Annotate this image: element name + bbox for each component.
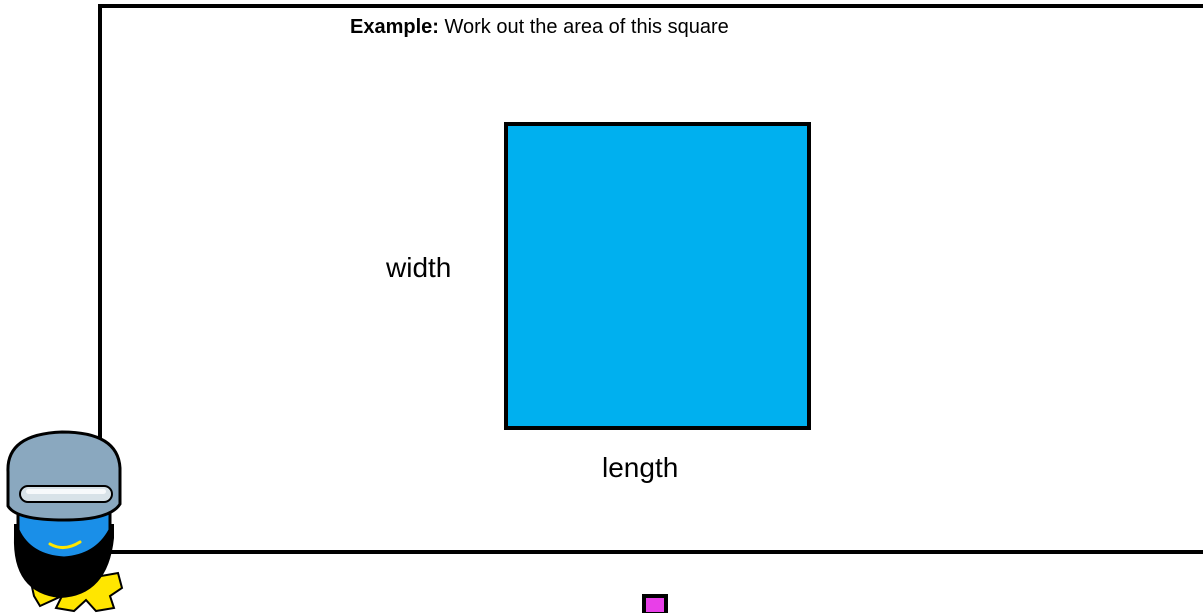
example-heading: Example: Work out the area of this squar… [350, 16, 729, 39]
pink-marker [642, 594, 668, 613]
blue-square [504, 122, 811, 430]
example-label: Example: [350, 16, 439, 38]
width-label: width [386, 252, 452, 283]
robot-character-icon [6, 430, 124, 613]
example-instruction: Work out the area of this square [438, 16, 729, 38]
length-label: length [602, 452, 679, 483]
